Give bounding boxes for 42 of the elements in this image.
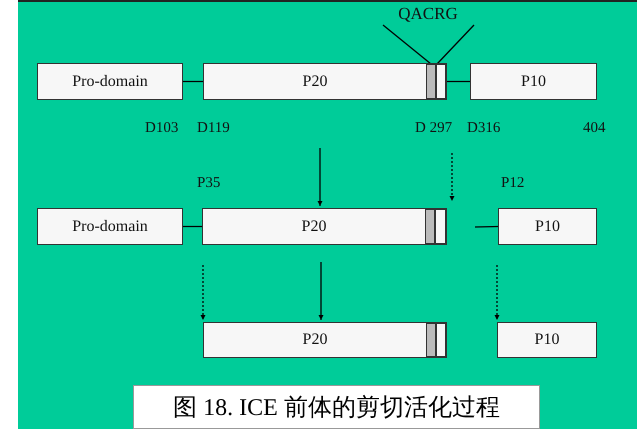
residue-label: P35: [197, 175, 220, 192]
domain-label: Pro-domain: [71, 72, 149, 92]
connector-line: [183, 226, 202, 228]
leader-line: [382, 24, 432, 64]
connector-line: [447, 80, 470, 82]
arrow: [494, 265, 500, 320]
domain-box: [37, 208, 183, 245]
cleavage-band: [425, 209, 435, 244]
domain-box: [498, 208, 597, 245]
domain-box: [202, 208, 447, 245]
domain-label: P20: [302, 72, 328, 92]
connector-line: [183, 80, 203, 82]
domain-label: P20: [302, 330, 328, 350]
segment-box: [436, 323, 446, 357]
residue-label: P12: [501, 175, 524, 192]
arrow: [200, 265, 206, 320]
segment-box: [435, 209, 446, 244]
domain-label: Pro-domain: [71, 216, 149, 236]
figure-caption: 图 18. ICE 前体的剪切活化过程: [133, 385, 540, 429]
domain-box: [470, 63, 597, 100]
residue-label: D103: [145, 120, 178, 137]
domain-box: [203, 63, 447, 100]
domain-box: [203, 322, 447, 358]
arrow: [318, 262, 324, 320]
domain-label: P10: [534, 216, 561, 236]
arrow: [317, 148, 323, 206]
domain-label: P10: [520, 72, 547, 92]
arrow: [449, 153, 455, 201]
cleavage-band: [426, 323, 436, 357]
cleavage-band: [426, 64, 436, 99]
segment-box: [436, 64, 446, 99]
domain-box: [37, 63, 183, 100]
connector-line: [474, 226, 498, 228]
residue-label: D119: [197, 120, 230, 137]
domain-box: [497, 322, 597, 358]
sequence-label: QACRG: [378, 3, 478, 25]
domain-label: P20: [300, 216, 328, 236]
residue-label: 404: [583, 120, 606, 137]
leader-line: [436, 24, 474, 64]
domain-label: P10: [534, 330, 560, 350]
residue-label: D 297: [415, 120, 452, 137]
residue-label: D316: [467, 120, 500, 137]
